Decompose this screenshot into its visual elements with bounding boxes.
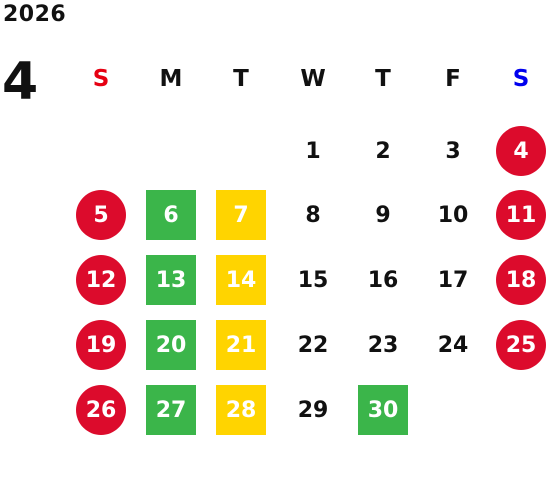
- day-cell-22[interactable]: 22: [297, 332, 329, 358]
- day-cell-3[interactable]: 3: [445, 138, 461, 164]
- day-cell-18[interactable]: 18: [496, 255, 546, 305]
- day-cell-11[interactable]: 11: [496, 190, 546, 240]
- day-cell-17[interactable]: 17: [437, 267, 469, 293]
- weekday-header-thu: T: [375, 66, 391, 92]
- weekday-header-wed: W: [300, 66, 326, 92]
- day-cell-2[interactable]: 2: [375, 138, 391, 164]
- day-cell-13[interactable]: 13: [146, 255, 196, 305]
- day-cell-15[interactable]: 15: [297, 267, 329, 293]
- day-cell-7[interactable]: 7: [216, 190, 266, 240]
- day-cell-29[interactable]: 29: [297, 397, 329, 423]
- day-cell-5[interactable]: 5: [76, 190, 126, 240]
- day-cell-20[interactable]: 20: [146, 320, 196, 370]
- day-cell-1[interactable]: 1: [305, 138, 321, 164]
- day-cell-25[interactable]: 25: [496, 320, 546, 370]
- day-cell-16[interactable]: 16: [367, 267, 399, 293]
- day-cell-6[interactable]: 6: [146, 190, 196, 240]
- calendar-year: 2026: [3, 2, 67, 27]
- day-cell-28[interactable]: 28: [216, 385, 266, 435]
- weekday-header-tue: T: [233, 66, 249, 92]
- day-cell-9[interactable]: 9: [375, 202, 391, 228]
- day-cell-23[interactable]: 23: [367, 332, 399, 358]
- day-cell-27[interactable]: 27: [146, 385, 196, 435]
- day-cell-24[interactable]: 24: [437, 332, 469, 358]
- calendar-month: 4: [2, 52, 39, 112]
- day-cell-12[interactable]: 12: [76, 255, 126, 305]
- day-cell-19[interactable]: 19: [76, 320, 126, 370]
- day-cell-30[interactable]: 30: [358, 385, 408, 435]
- weekday-header-fri: F: [445, 66, 461, 92]
- weekday-header-sat: S: [512, 66, 530, 92]
- weekday-header-sun: S: [92, 66, 110, 92]
- day-cell-8[interactable]: 8: [305, 202, 321, 228]
- day-cell-21[interactable]: 21: [216, 320, 266, 370]
- day-cell-26[interactable]: 26: [76, 385, 126, 435]
- day-cell-14[interactable]: 14: [216, 255, 266, 305]
- day-cell-4[interactable]: 4: [496, 126, 546, 176]
- weekday-header-mon: M: [159, 66, 183, 92]
- day-cell-10[interactable]: 10: [437, 202, 469, 228]
